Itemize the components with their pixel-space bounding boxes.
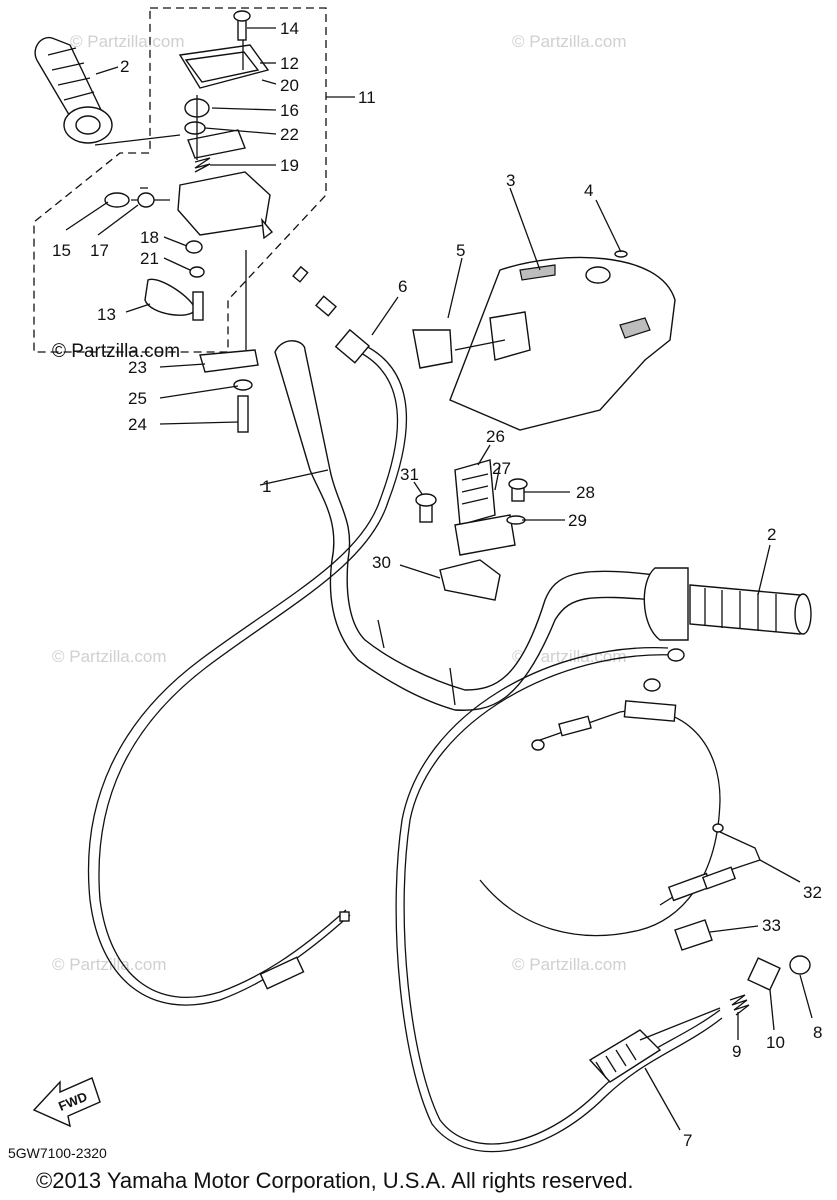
small-parts — [674, 919, 811, 1016]
callout: 26 — [486, 427, 505, 446]
throttle-assembly — [94, 10, 274, 433]
callout: 15 — [52, 241, 71, 260]
callout: 13 — [97, 305, 116, 324]
callout: 2 — [767, 525, 776, 544]
callout: 16 — [280, 101, 299, 120]
callout: 8 — [813, 1023, 822, 1042]
left-grip — [34, 36, 113, 144]
callout: 17 — [90, 241, 109, 260]
diagram-code: 5GW7100-2320 — [8, 1145, 107, 1161]
callout: 20 — [280, 76, 299, 95]
fwd-arrow: FWD — [32, 1077, 101, 1128]
throttle-cable — [87, 265, 408, 1006]
callout: 21 — [140, 249, 159, 268]
callout: 5 — [456, 241, 465, 260]
callout: 14 — [280, 19, 299, 38]
handlebar-cover — [412, 250, 676, 431]
handlebar — [274, 340, 656, 711]
callout: 4 — [584, 181, 593, 200]
watermark: © Partzilla.com — [512, 955, 627, 974]
watermark: © Partzilla.com — [52, 955, 167, 974]
callout: 30 — [372, 553, 391, 572]
watermark: © Partzilla.com — [512, 32, 627, 51]
assembly-boundary — [33, 7, 327, 353]
callout: 31 — [400, 465, 419, 484]
callout: 12 — [280, 54, 299, 73]
brake-cable — [395, 647, 761, 1153]
callout: 6 — [398, 277, 407, 296]
callout: 32 — [803, 883, 822, 902]
callout: 19 — [280, 156, 299, 175]
right-grip — [643, 567, 812, 641]
watermark: © Partzilla.com — [70, 32, 185, 51]
leader-lines — [65, 27, 813, 1131]
callout: 22 — [280, 125, 299, 144]
callout: 3 — [506, 171, 515, 190]
callout: 9 — [732, 1042, 741, 1061]
callouts: 1 2 2 3 4 5 6 7 8 9 10 11 12 13 14 15 16… — [52, 19, 822, 1150]
callout: 1 — [262, 477, 271, 496]
switch-assembly — [415, 459, 528, 601]
watermark: © Partzilla.com — [52, 647, 167, 666]
callout: 7 — [683, 1131, 692, 1150]
callout: 29 — [568, 511, 587, 530]
callout: 25 — [128, 389, 147, 408]
callout: 10 — [766, 1033, 785, 1052]
callout: 18 — [140, 228, 159, 247]
callout: 11 — [358, 88, 376, 107]
callout: 23 — [128, 358, 147, 377]
callout: 24 — [128, 415, 147, 434]
callout: 33 — [762, 916, 781, 935]
callout: 27 — [492, 459, 511, 478]
callout: 28 — [576, 483, 595, 502]
copyright: ©2013 Yamaha Motor Corporation, U.S.A. A… — [36, 1168, 633, 1193]
callout: 2 — [120, 57, 129, 76]
